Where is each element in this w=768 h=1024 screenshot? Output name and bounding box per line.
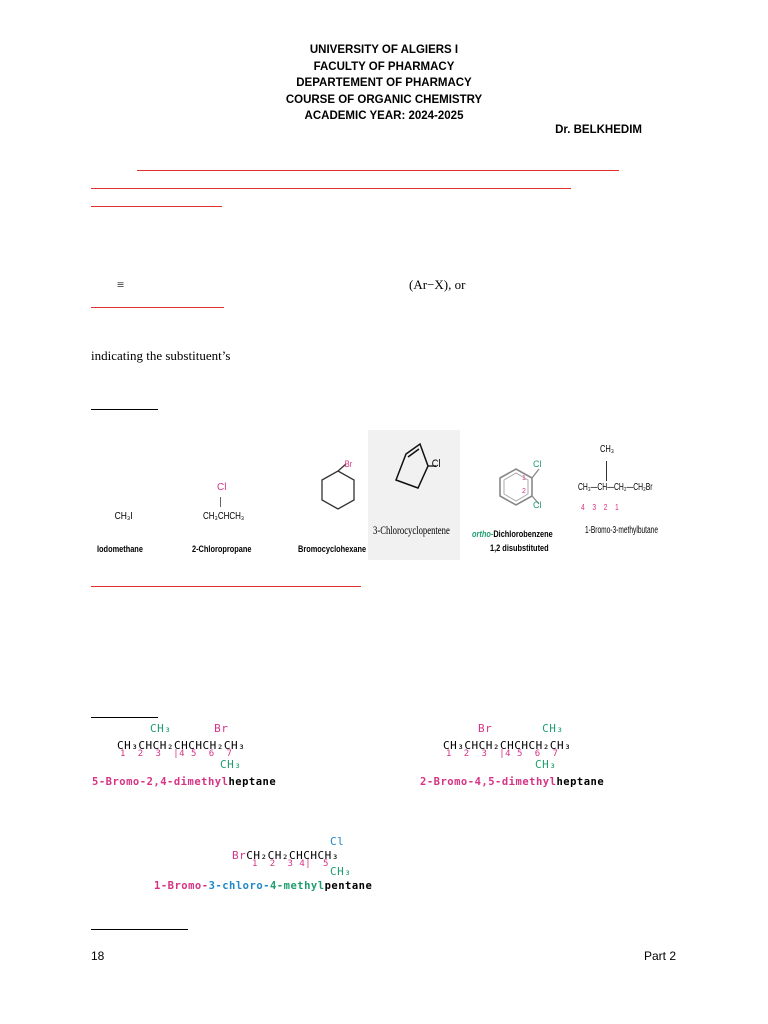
substituent-bottom: CH₃ <box>220 758 242 771</box>
page-number: 18 <box>91 949 105 963</box>
compound-name: 5-Bromo-2,4-dimethylheptane <box>92 776 277 788</box>
ar-x-text: (Ar−X), or <box>409 277 466 292</box>
red-rule <box>91 586 361 587</box>
main-chain-formula: CH₃CHCH₂CHCHCH₂CH₃ <box>443 739 572 752</box>
carbon-numbers: 1 2 3 |4 5 6 7 <box>120 749 233 759</box>
red-rule <box>137 170 619 171</box>
header-faculty: FACULTY OF PHARMACY <box>313 60 455 73</box>
substituent-bottom: CH₃ <box>330 865 352 878</box>
naming-example-1: CH₃ Br CH₃CHCH₂CHCHCH₂CH₃ 1 2 3 |4 5 6 7… <box>92 720 354 792</box>
chlorine-label-2: Cl <box>533 500 542 510</box>
example-bromomethylbutane: CH₃ CH₃—CH—CH₂—CH₂Br 4 3 2 1 1-Bromo-3-m… <box>575 430 675 560</box>
disubstituted-label: 1,2 disubstituted <box>490 543 549 553</box>
red-rule <box>91 307 224 308</box>
carbon-numbers: 1 2 3 4| 5 <box>252 859 329 869</box>
chlorine-label: Cl <box>217 482 227 493</box>
bond-line <box>606 461 607 481</box>
iodomethane-name: Iodomethane <box>97 544 143 554</box>
carbon-numbers: 1 2 3 |4 5 6 7 <box>446 749 559 759</box>
bromomethylbutane-formula: CH₃—CH—CH₂—CH₂Br <box>578 482 653 493</box>
header-department: DEPARTEMENT OF PHARMACY <box>296 77 472 89</box>
example-chlorocyclopentene: Cl 3-Chlorocyclopentene <box>368 430 460 560</box>
substituents-top: Br CH₃ <box>478 722 564 735</box>
header-year: ACADEMIC YEAR: 2024-2025 <box>304 110 464 122</box>
naming-example-2: Br CH₃ CH₃CHCH₂CHCHCH₂CH₃ 1 2 3 |4 5 6 7… <box>418 720 678 792</box>
substituent-text: indicating the substituent’s <box>91 348 231 363</box>
iodomethane-formula: CH₃I <box>114 511 133 522</box>
benzene-ring-icon <box>499 468 540 506</box>
methyl-group: CH₃ <box>600 444 614 455</box>
position-2: 2 <box>522 488 526 495</box>
black-rule <box>91 929 188 930</box>
cyclopentene-ring-icon <box>395 442 436 489</box>
red-rule <box>91 206 222 207</box>
substituent-bottom: CH₃ <box>535 758 557 771</box>
bromocyclohexane-name: Bromocyclohexane <box>298 544 367 554</box>
dichlorobenzene-name: ortho-Dichlorobenzene <box>472 529 553 539</box>
position-1: 1 <box>522 475 526 482</box>
chloropropane-name: 2-Chloropropane <box>192 544 252 554</box>
author-name: Dr. BELKHEDIM <box>555 124 642 136</box>
compound-name: 2-Bromo-4,5-dimethylheptane <box>420 776 605 788</box>
compound-name: 1-Bromo-3-chloro-4-methylpentane <box>154 880 373 892</box>
substituent-top: Cl <box>330 835 345 848</box>
bromine-label: Br <box>344 459 353 469</box>
bullet-symbol: ≡ <box>117 277 125 292</box>
example-iodomethane: CH₃I Iodomethane <box>91 455 177 560</box>
example-chloropropane: Cl CH₃CHCH₃ 2-Chloropropane <box>180 455 275 560</box>
naming-example-3: Cl BrCH₂CH₂CHCHCH₃ 1 2 3 4| 5 CH₃ 1-Brom… <box>140 833 520 895</box>
example-dichlorobenzene: Cl Cl 1 2 ortho-Dichlorobenzene 1,2 disu… <box>472 452 572 560</box>
chlorine-label: Cl <box>431 458 441 470</box>
part-label: Part 2 <box>643 949 676 963</box>
bromomethylbutane-name: 1-Bromo-3-methylbutane <box>585 525 659 536</box>
main-chain-formula: BrCH₂CH₂CHCHCH₃ <box>232 849 339 862</box>
main-chain-formula: CH₃CHCH₂CHCHCH₂CH₃ <box>117 739 246 752</box>
example-bromocyclohexane: Br Bromocyclohexane <box>290 455 366 560</box>
bond-line <box>220 497 221 507</box>
black-rule <box>91 717 158 718</box>
cyclohexane-ring-icon <box>321 463 355 510</box>
header-course: COURSE OF ORGANIC CHEMISTRY <box>285 93 483 106</box>
black-rule <box>91 409 158 410</box>
carbon-numbers: 4 3 2 1 <box>581 503 619 512</box>
chloropropane-formula: CH₃CHCH₃ <box>203 511 245 522</box>
red-rule <box>91 188 571 189</box>
document-header: UNIVERSITY OF ALGIERS I FACULTY OF PHARM… <box>0 42 768 125</box>
chlorocyclopentene-name: 3-Chlorocyclopentene <box>373 523 450 537</box>
chlorine-label-1: Cl <box>533 459 542 469</box>
substituents-top: CH₃ Br <box>150 722 229 735</box>
header-university: UNIVERSITY OF ALGIERS I <box>309 44 459 56</box>
